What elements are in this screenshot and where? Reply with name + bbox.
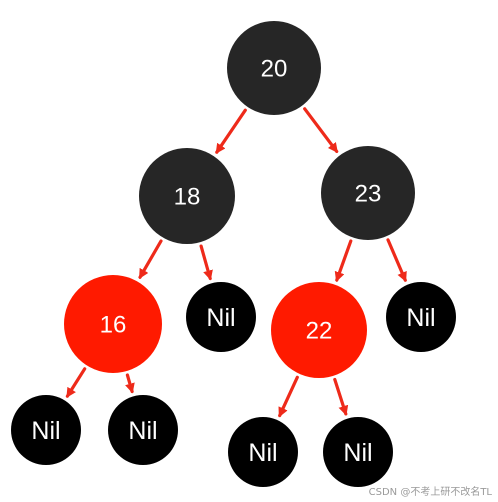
watermark-text: CSDN @不考上研不改名TL [368,487,492,498]
node-label: Nil [128,417,157,445]
edge-arrow-n23-to-n22 [334,239,353,282]
node-label: 23 [355,181,382,208]
edge-arrow-n20-to-n23 [303,107,339,153]
red-node-n16: 16 [64,275,162,373]
node-label: Nil [406,304,435,332]
nil-leaf-node-nil16l: Nil [11,395,81,465]
node-circle [108,395,178,465]
node-circle [321,146,415,240]
node-circle [64,275,162,373]
edge-arrow-n23-to-nil23r [386,238,407,283]
node-label: 22 [306,318,333,345]
node-circle [386,282,456,352]
node-circle [228,417,298,487]
edge-arrow-n16-to-nil16r [125,373,135,394]
node-label: Nil [343,439,372,467]
edges-layer [65,107,407,418]
black-node-n18: 18 [139,148,235,244]
nil-leaf-node-nil16r: Nil [108,395,178,465]
nil-leaf-node-nil23r: Nil [386,282,456,352]
node-circle [186,282,256,352]
nil-leaf-node-nil22l: Nil [228,417,298,487]
edge-arrow-n18-to-n16 [138,239,163,280]
node-label: Nil [206,304,235,332]
node-circle [323,417,393,487]
node-circle [271,282,367,378]
edge-arrow-n18-to-nil18r [199,244,213,281]
black-node-n20: 20 [227,21,321,115]
red-node-n22: 22 [271,282,367,378]
node-label: Nil [31,417,60,445]
node-label: Nil [248,439,277,467]
node-circle [227,21,321,115]
edge-arrow-n22-to-nil22l [278,375,299,418]
node-label: 18 [174,184,201,211]
edge-arrow-n22-to-nil22r [333,377,349,416]
node-label: 20 [261,56,288,83]
edge-arrow-n16-to-nil16l [65,367,87,398]
nil-leaf-node-nil18r: Nil [186,282,256,352]
node-circle [139,148,235,244]
nil-leaf-node-nil22r: Nil [323,417,393,487]
node-label: 16 [100,312,127,339]
black-node-n23: 23 [321,146,415,240]
edge-arrow-n20-to-n18 [215,108,247,154]
node-circle [11,395,81,465]
